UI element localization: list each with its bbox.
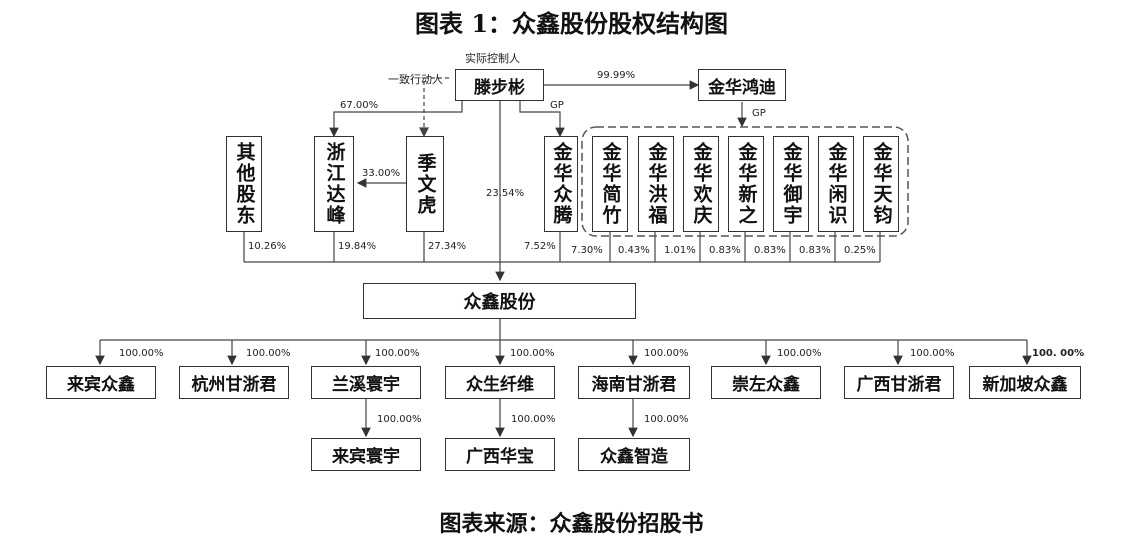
controller-box: 滕步彬 (455, 69, 544, 101)
shareholder-jhyy: 金华御宇 (773, 136, 809, 232)
shareholder-jhzt: 金华众腾 (544, 136, 578, 232)
chart-title: 图表 1：众鑫股份股权结构图 (414, 9, 729, 38)
pct-sub-7: 100.00% (910, 348, 955, 359)
pct-sub-1: 100.00% (119, 348, 164, 359)
pct-others: 10.26% (248, 241, 287, 252)
shareholder-jhjz: 金华简竹 (592, 136, 628, 232)
pct-jhtj: 0.25% (844, 245, 876, 256)
pct-jhhf: 0.43% (618, 245, 650, 256)
jhhd-name: 金华鸿迪 (708, 77, 776, 98)
sub-box-1: 来宾众鑫 (46, 366, 156, 399)
company-name: 众鑫股份 (463, 292, 536, 313)
sub-name-8: 新加坡众鑫 (982, 375, 1068, 395)
controller-label: 实际控制人 (465, 52, 520, 65)
pct-jwh: 27.34% (428, 241, 467, 252)
sub-name-4: 众生纤维 (466, 375, 534, 395)
subsub-name-3: 众鑫智造 (600, 447, 668, 467)
subsub-name-2: 广西华宝 (466, 447, 534, 467)
pct-jhjz: 7.30% (571, 245, 603, 256)
pct-ctrl-direct: 23.54% (486, 188, 525, 199)
pct-sub-6: 100.00% (777, 348, 822, 359)
pct-subsub-1: 100.00% (377, 414, 422, 425)
shareholder-jhhf: 金华洪福 (638, 136, 674, 232)
gp-label-2: GP (752, 108, 766, 119)
sub-box-3: 兰溪寰宇 (311, 366, 421, 399)
subsub-box-2: 广西华宝 (445, 438, 555, 471)
pct-subsub-3: 100.00% (644, 414, 689, 425)
pct-sub-2: 100.00% (246, 348, 291, 359)
pct-jhxs: 0.83% (799, 245, 831, 256)
sub-name-1: 来宾众鑫 (67, 375, 135, 395)
shareholder-zjdf: 浙江达峰 (314, 136, 354, 232)
pct-sub-8: 100. 00% (1032, 348, 1085, 359)
shareholder-jhxs: 金华闲识 (818, 136, 854, 232)
pct-zjdf-ctrl: 67.00% (340, 100, 379, 111)
pct-zjdf: 19.84% (338, 241, 377, 252)
pct-sub-4: 100.00% (510, 348, 555, 359)
subsub-box-3: 众鑫智造 (578, 438, 690, 471)
pct-subsub-2: 100.00% (511, 414, 556, 425)
shareholder-others: 其他股东 (226, 136, 262, 232)
shareholder-jhtj: 金华天钧 (863, 136, 899, 232)
sub-box-5: 海南甘浙君 (578, 366, 690, 399)
sub-box-8: 新加坡众鑫 (969, 366, 1081, 399)
pct-jhyy: 0.83% (754, 245, 786, 256)
pct-sub-5: 100.00% (644, 348, 689, 359)
sub-name-2: 杭州甘浙君 (191, 375, 277, 395)
pct-sub-3: 100.00% (375, 348, 420, 359)
subsub-name-1: 来宾寰宇 (332, 447, 400, 467)
controller-name: 滕步彬 (474, 77, 525, 98)
sub-name-3: 兰溪寰宇 (332, 375, 400, 395)
jhhd-box: 金华鸿迪 (698, 69, 786, 101)
sub-box-6: 崇左众鑫 (711, 366, 821, 399)
pct-jhxz: 0.83% (709, 245, 741, 256)
sub-name-7: 广西甘浙君 (856, 375, 942, 395)
shareholder-jhhq: 金华欢庆 (683, 136, 719, 232)
sub-box-4: 众生纤维 (445, 366, 555, 399)
pct-jwh-zjdf: 33.00% (362, 168, 401, 179)
subsub-box-1: 来宾寰宇 (311, 438, 421, 471)
shareholder-jhxz: 金华新之 (728, 136, 764, 232)
sub-name-5: 海南甘浙君 (591, 375, 677, 395)
company-box: 众鑫股份 (363, 283, 636, 319)
chart-source: 图表来源：众鑫股份招股书 (439, 511, 704, 537)
sub-box-7: 广西甘浙君 (844, 366, 954, 399)
gp-label-1: GP (550, 100, 564, 111)
pct-jhhd: 99.99% (597, 70, 636, 81)
sub-name-6: 崇左众鑫 (732, 375, 800, 395)
pct-jhhq: 1.01% (664, 245, 696, 256)
pct-jhzt: 7.52% (524, 241, 556, 252)
shareholder-jwh: 季文虎 (406, 136, 444, 232)
sub-box-2: 杭州甘浙君 (179, 366, 289, 399)
concert-label: 一致行动人 (388, 73, 443, 86)
